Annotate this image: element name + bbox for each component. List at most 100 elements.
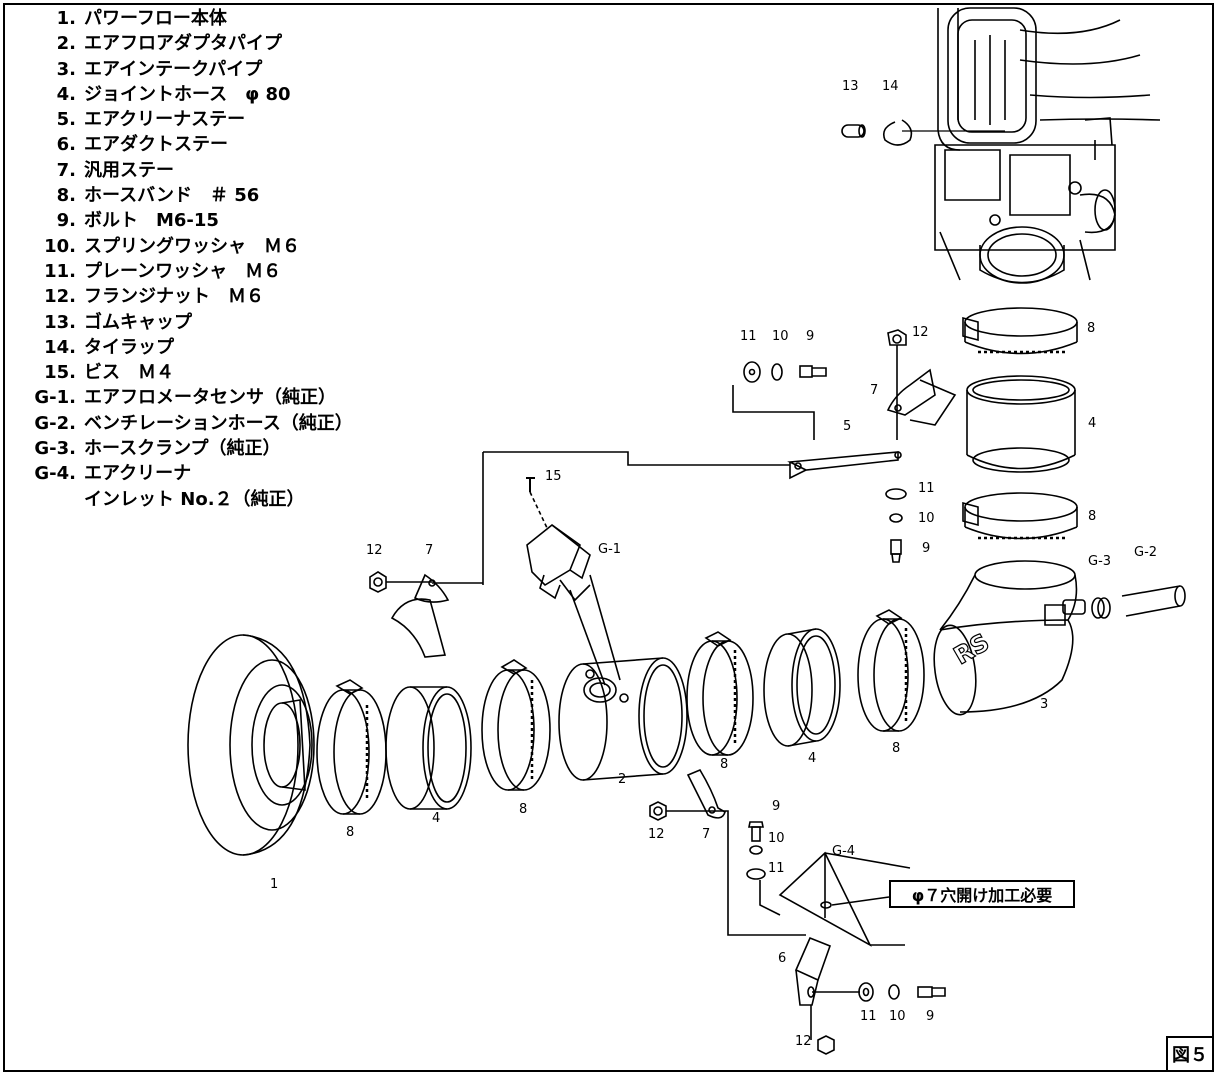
part-name-continuation: インレット No.２（純正） (84, 488, 305, 510)
callout-9-bot: 9 (926, 1009, 934, 1024)
part-name: プレーンワッシャ Ｍ６ (84, 260, 282, 282)
part-name: ボルト M6-15 (84, 210, 219, 232)
hose-band-upper (962, 307, 1078, 355)
callout-9-mid: 9 (922, 541, 930, 556)
stay-hardware-top (885, 329, 957, 563)
parts-list-item: 3. エアインテークパイプ (8, 57, 353, 82)
joint-hose-mid (763, 628, 841, 747)
air-duct-hardware (746, 821, 911, 947)
hose-band-left-2 (481, 659, 551, 791)
parts-list-item: 11. プレーンワッシャ Ｍ６ (8, 259, 353, 284)
callout-4-top: 4 (1088, 416, 1096, 431)
callout-10-mid: 10 (918, 511, 935, 526)
callout-8-a: 8 (346, 825, 354, 840)
drilling-note: φ７穴開け加工必要 (889, 880, 1075, 908)
hose-band-left-1 (316, 679, 387, 815)
part-number: G-2. (34, 412, 76, 434)
parts-list-item: G-2. ベンチレーションホース（純正） (8, 411, 353, 436)
part-name: 汎用ステー (84, 159, 174, 181)
part-number: 2. (56, 33, 76, 55)
callout-12-bot: 12 (795, 1034, 812, 1049)
air-cleaner-stay (482, 361, 902, 585)
callout-8-top: 8 (1087, 321, 1095, 336)
part-number: 8. (56, 185, 76, 207)
callout-11-mid: 11 (918, 481, 935, 496)
part-name: タイラップ (84, 336, 174, 358)
callout-3: 3 (1040, 697, 1048, 712)
part-number: 14. (44, 336, 76, 358)
part-number: 3. (56, 58, 76, 80)
joint-hose-left (385, 686, 472, 810)
callout-10-top: 10 (772, 329, 789, 344)
callout-15: 15 (545, 469, 562, 484)
part-name: スプリングワッシャ Ｍ６ (84, 235, 300, 257)
part-name: エアフロメータセンサ（純正） (84, 387, 336, 409)
parts-list-item: 4.ジョイントホース φ 80 (8, 82, 353, 107)
callout-7-top: 7 (870, 383, 878, 398)
part-number: 7. (56, 159, 76, 181)
parts-list-item: 13. ゴムキャップ (8, 310, 353, 335)
callout-12-low: 12 (648, 827, 665, 842)
part-name: ホースクランプ（純正） (84, 438, 281, 460)
rs-logo: RS (949, 628, 994, 670)
callout-13: 13 (842, 79, 859, 94)
part-number: 13. (44, 311, 76, 333)
part-number: 4. (56, 83, 76, 105)
parts-list-item: 10.スプリングワッシャ Ｍ６ (8, 234, 353, 259)
part-number: 9. (56, 210, 76, 232)
airflow-sensor (526, 477, 621, 686)
callout-8-upper: 8 (1088, 509, 1096, 524)
callout-10-bot: 10 (889, 1009, 906, 1024)
callout-7-left: 7 (425, 543, 433, 558)
parts-list-item: 15.ビス Ｍ４ (8, 360, 353, 385)
callout-9-low: 9 (772, 799, 780, 814)
intake-pipe: RS (933, 560, 1186, 716)
callout-8-b: 8 (519, 802, 527, 817)
callout-11-bot: 11 (860, 1009, 877, 1024)
parts-list-item: 14. タイラップ (8, 335, 353, 360)
callout-9-top: 9 (806, 329, 814, 344)
part-name: エアクリーナ (84, 463, 192, 485)
part-number: 5. (56, 109, 76, 131)
callout-11-top: 11 (740, 329, 757, 344)
callout-12-left: 12 (366, 543, 383, 558)
parts-list-item: 6.エアダクトステー (8, 132, 353, 157)
parts-list-item: 7. 汎用ステー (8, 158, 353, 183)
parts-list-item: G-3.ホースクランプ（純正） (8, 436, 353, 461)
part-number: G-1. (34, 387, 76, 409)
hose-band-mid-2 (857, 609, 925, 732)
callout-12-top: 12 (912, 325, 929, 340)
callout-1: 1 (270, 877, 278, 892)
universal-stay-left (369, 571, 483, 658)
hose-band-mid-1 (686, 631, 754, 756)
part-name: エアクリーナステー (84, 109, 246, 131)
parts-list-item: 8.ホースバンド ＃ 56 (8, 183, 353, 208)
part-number: 12. (44, 286, 76, 308)
part-number: 11. (44, 260, 76, 282)
part-name: エアインテークパイプ (84, 58, 263, 80)
part-number: 1. (56, 8, 76, 29)
callout-g2: G-2 (1134, 545, 1157, 560)
parts-list-item: G-1. エアフロメータセンサ（純正） (8, 385, 353, 410)
parts-list-item: 2.エアフロアダプタパイプ (8, 31, 353, 56)
callout-11-low: 11 (768, 861, 785, 876)
part-name: ベンチレーションホース（純正） (84, 412, 353, 434)
part-name: パワーフロー本体 (84, 8, 227, 29)
callout-6: 6 (778, 951, 786, 966)
callout-g3: G-3 (1088, 554, 1111, 569)
rubber-cap (841, 124, 866, 138)
callout-2: 2 (618, 772, 626, 787)
parts-list-item: 9. ボルト M6-15 (8, 208, 353, 233)
callouts: 13 14 11 10 9 12 8 7 5 4 11 10 9 8 G-3 G… (270, 79, 1157, 1049)
callout-7-low: 7 (702, 827, 710, 842)
hose-band-upper-2 (962, 492, 1078, 540)
callout-g4: G-4 (832, 844, 855, 859)
part-number: 15. (44, 362, 76, 384)
airflow-adapter-pipe (558, 657, 688, 781)
callout-14: 14 (882, 79, 899, 94)
diagram-frame (3, 3, 1214, 1072)
parts-list-item: 5. エアクリーナステー (8, 107, 353, 132)
part-name: ゴムキャップ (84, 311, 192, 333)
